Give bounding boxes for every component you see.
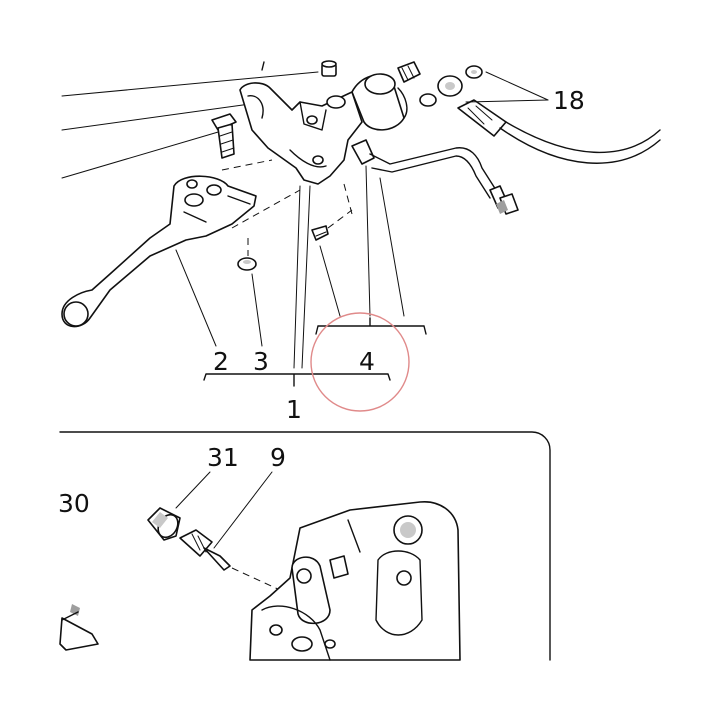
bracket-4 bbox=[315, 317, 427, 335]
switch-screw bbox=[311, 225, 329, 241]
pivot-nut bbox=[237, 257, 257, 271]
bracket-1 bbox=[203, 373, 391, 387]
pivot-bolt bbox=[211, 113, 237, 159]
callout-1: 1 bbox=[286, 395, 302, 424]
callout-3: 3 bbox=[253, 347, 269, 376]
callout-18: 18 bbox=[553, 86, 585, 115]
reservoir-bolt bbox=[321, 60, 337, 77]
callout-30: 30 bbox=[58, 489, 90, 518]
bleed-screw bbox=[179, 529, 231, 571]
bleed-cap bbox=[147, 507, 181, 541]
callout-4: 4 bbox=[359, 347, 375, 376]
callout-2: 2 bbox=[213, 347, 229, 376]
highlight-circle bbox=[310, 312, 410, 412]
brake-switch-wire bbox=[351, 139, 519, 215]
leader-31-9 bbox=[175, 471, 273, 549]
detail-panel-border bbox=[59, 431, 551, 661]
callout-9: 9 bbox=[270, 443, 286, 472]
bleed-dash-line bbox=[231, 567, 281, 591]
leader-18 bbox=[465, 71, 549, 103]
leader-lines-left bbox=[61, 71, 319, 179]
master-cylinder-body bbox=[239, 61, 363, 185]
pad-pin bbox=[59, 604, 99, 651]
brake-caliper bbox=[249, 501, 461, 661]
assembly-dash-lines bbox=[221, 159, 353, 256]
banjo-fitting bbox=[397, 61, 483, 107]
leaders-lower bbox=[175, 165, 405, 369]
callout-31: 31 bbox=[207, 443, 239, 472]
handlebar-tube bbox=[351, 73, 408, 131]
brake-lever bbox=[61, 175, 257, 328]
brake-hose bbox=[457, 99, 661, 164]
